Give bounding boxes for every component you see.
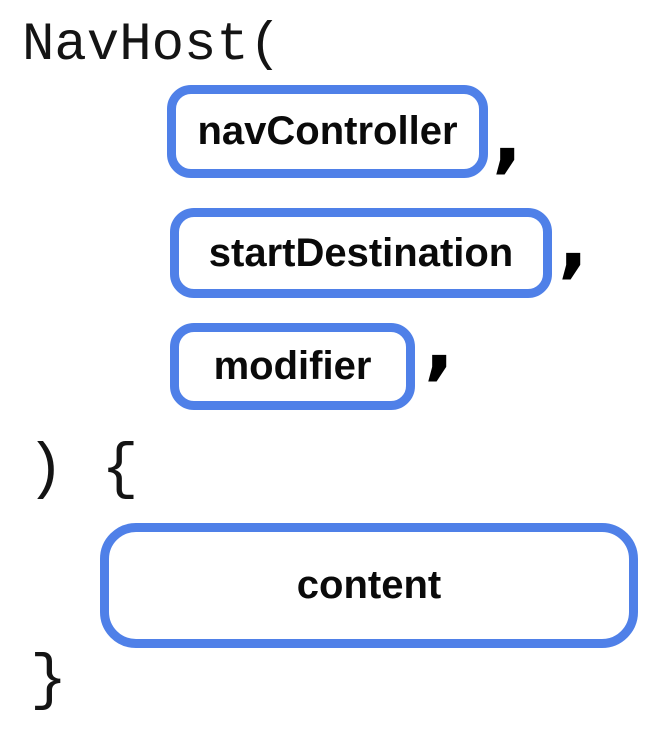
param-label-startdestination: startDestination bbox=[208, 230, 514, 275]
param-pill-navcontroller: navController bbox=[167, 85, 488, 178]
param-label-navcontroller: navController bbox=[197, 109, 458, 153]
param-pill-modifier: modifier bbox=[170, 323, 415, 410]
code-body-open: ) { bbox=[27, 434, 139, 505]
content-slot-label: content bbox=[296, 563, 442, 607]
comma-after-startdestination: , bbox=[558, 194, 589, 287]
comma-after-navcontroller: , bbox=[492, 89, 523, 182]
code-function-open: NavHost( bbox=[22, 15, 282, 76]
param-pill-startdestination: startDestination bbox=[170, 208, 552, 298]
content-slot-pill: content bbox=[100, 523, 638, 648]
comma-after-modifier: , bbox=[424, 296, 455, 389]
param-label-modifier: modifier bbox=[213, 344, 372, 388]
code-body-close: } bbox=[30, 645, 68, 716]
